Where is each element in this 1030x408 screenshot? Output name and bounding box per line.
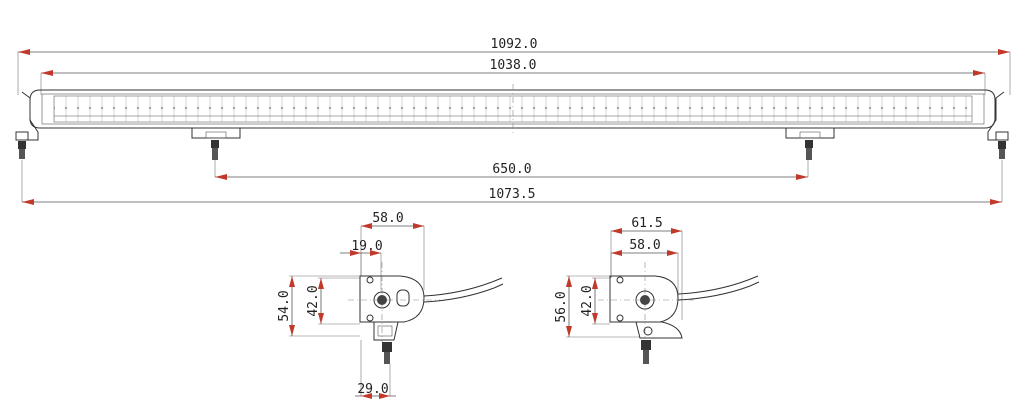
side-a-profile [348,262,504,364]
dimension-side-a-bottom: 29.0 [355,340,396,399]
dimension-side-a-width: 58.0 [360,211,425,290]
dimension-side-a-height-outer: 54.0 [277,275,360,337]
side-b-height-inner-label: 42.0 [580,285,595,316]
dimension-bracket-spacing: 650.0 [214,160,809,180]
right-mount-bracket [785,127,835,160]
bracket-spacing-label: 650.0 [492,162,531,177]
dimension-side-b-height-inner: 42.0 [580,277,610,325]
body-length-label: 1038.0 [490,58,537,73]
overall-length-label: 1092.0 [491,37,538,52]
dimension-mount-span: 1073.5 [21,160,1003,205]
left-end-bolt [15,131,29,159]
right-end-bolt [995,131,1009,159]
dimension-side-b-width-inner: 58.0 [610,238,679,296]
left-mount-bracket [191,127,241,160]
dimension-side-a-offset: 19.0 [340,239,383,290]
light-bar-body [21,84,1005,141]
side-a-offset-label: 19.0 [351,239,382,254]
side-a-width-label: 58.0 [372,211,403,226]
side-b-width-inner-label: 58.0 [629,238,660,253]
side-b-profile [598,262,760,364]
side-view-b: 61.5 58.0 56.0 42.0 [554,216,760,364]
side-a-bottom-label: 29.0 [357,382,388,397]
dimension-side-b-width-outer: 61.5 [610,216,683,320]
dimension-side-a-height-inner: 42.0 [306,277,360,325]
side-b-height-outer-label: 56.0 [554,291,569,322]
dimension-side-b-height-outer: 56.0 [554,275,640,338]
dimension-overall-length: 1092.0 [17,37,1011,95]
front-view: 1092.0 1038.0 [15,37,1011,205]
side-a-height-outer-label: 54.0 [277,290,292,321]
side-view-a: 58.0 19.0 54.0 42.0 [277,211,504,399]
side-a-height-inner-label: 42.0 [306,285,321,316]
dimension-body-length: 1038.0 [40,58,986,95]
mount-span-label: 1073.5 [489,187,536,202]
side-b-width-outer-label: 61.5 [631,216,662,231]
